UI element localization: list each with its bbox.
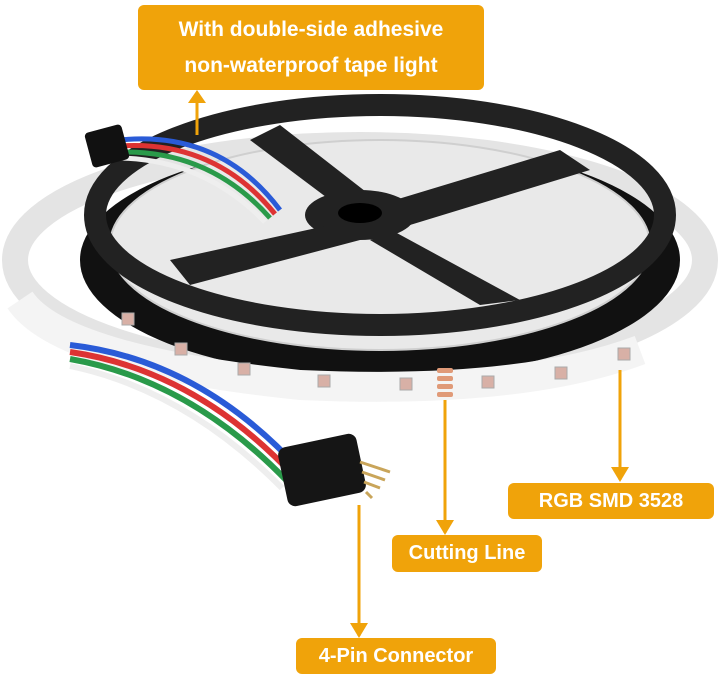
reel-front [84, 94, 676, 336]
top-cable [84, 124, 282, 224]
led-chips [121, 312, 631, 391]
reel-hub [338, 203, 382, 223]
adhesive-callout-line1: With double-side adhesive [178, 17, 444, 41]
connector-callout: 4-Pin Connector [296, 638, 496, 674]
bottom-cable [69, 342, 303, 491]
adhesive-callout-line2: non-waterproof tape light [184, 53, 438, 77]
adhesive-callout: With double-side adhesive non-waterproof… [138, 5, 484, 90]
rgb-smd-callout: RGB SMD 3528 [508, 483, 714, 519]
cutting-line-callout: Cutting Line [392, 535, 542, 572]
cutting-pads [437, 368, 453, 397]
four-pin-connector [278, 433, 391, 507]
